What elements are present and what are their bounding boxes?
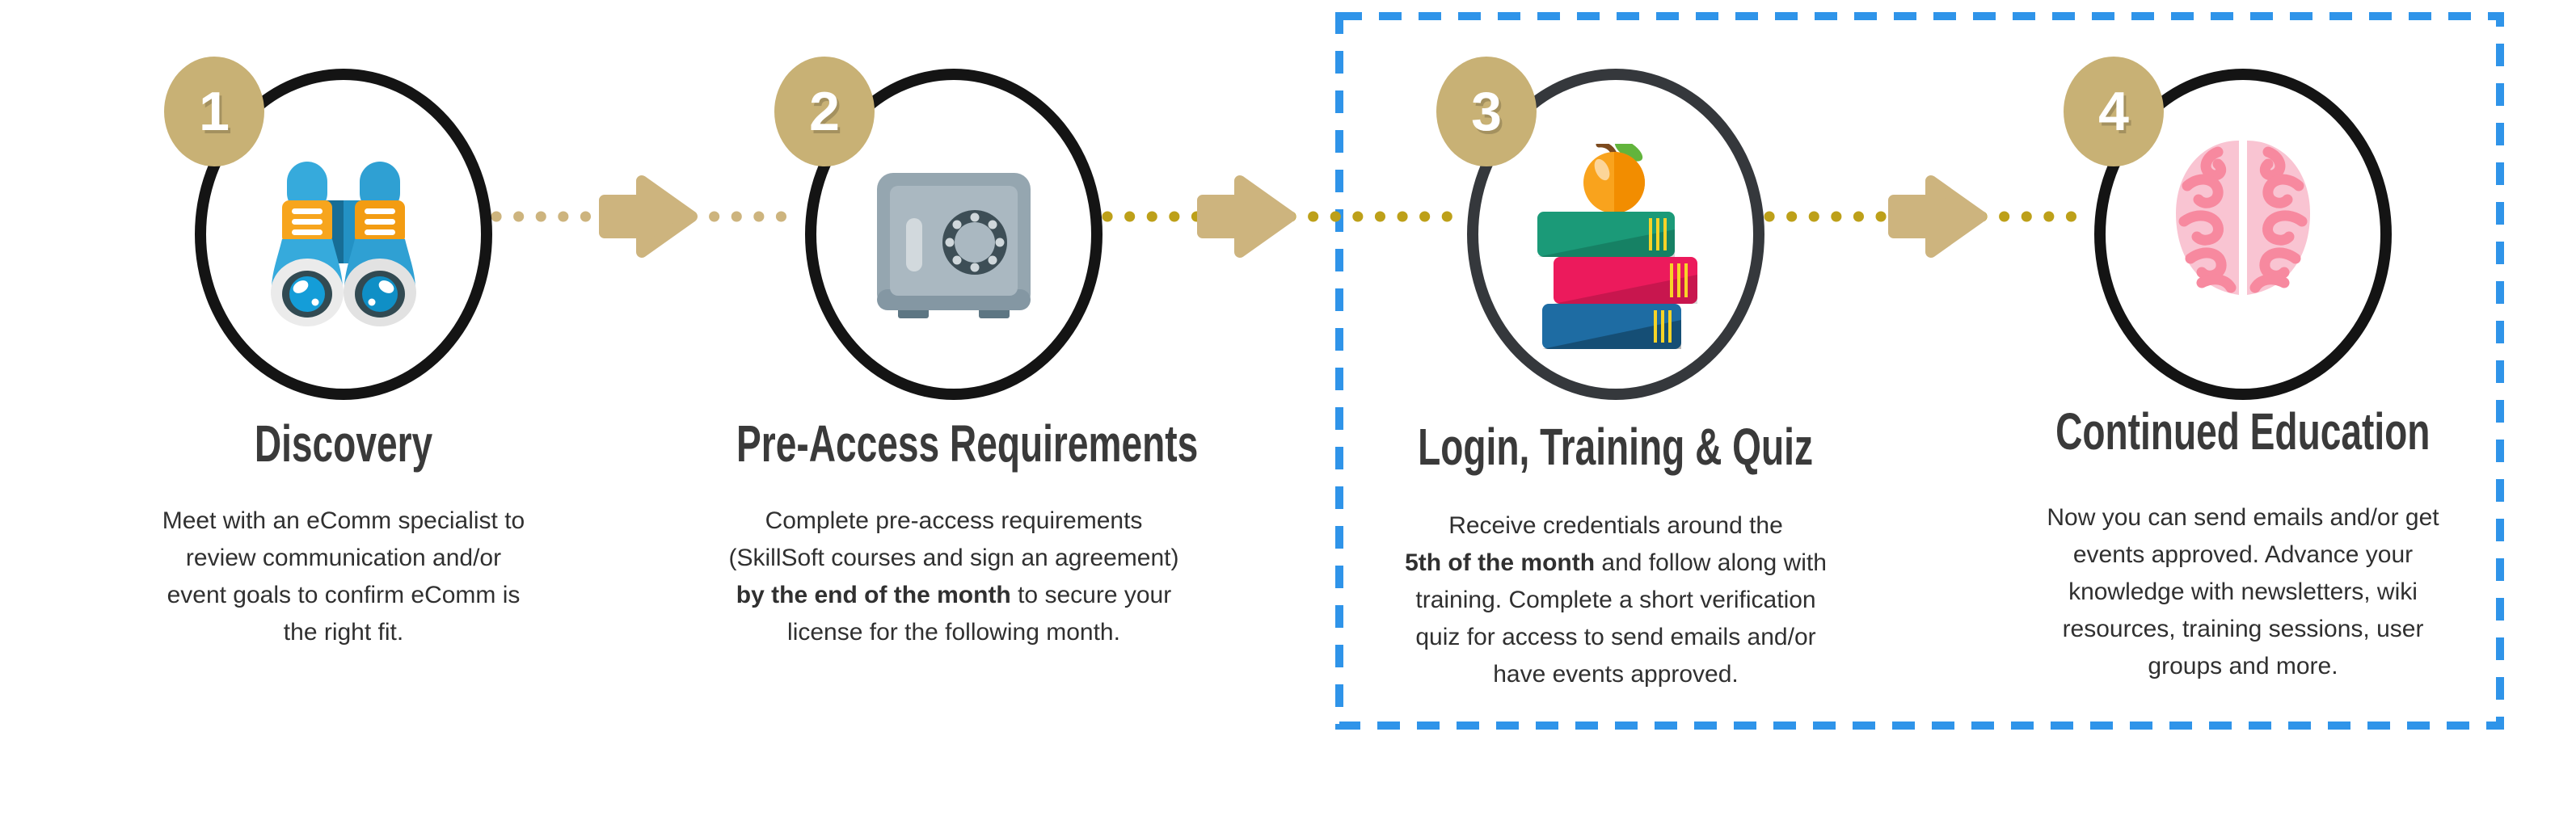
step-number-badge: 3	[1436, 57, 1537, 166]
body-line: events approved. Advance your	[2072, 541, 2414, 568]
step-title: Discovery	[254, 414, 433, 473]
step-number-badge: 1	[164, 57, 264, 166]
step-description: Now you can send emails and/or get events…	[1936, 499, 2550, 685]
body-line: review communication and/or	[185, 545, 502, 571]
books-apple-icon	[1537, 144, 1697, 349]
step-number-badge: 4	[2064, 57, 2164, 166]
step-description: Receive credentials around the 5th of the…	[1309, 507, 1923, 693]
arrow-right-icon	[1197, 175, 1296, 258]
arrow-right-icon	[599, 175, 698, 258]
step-number: 3	[1471, 81, 1502, 142]
arrow-right-icon	[1888, 175, 1987, 258]
body-line: event goals to confirm eComm is	[167, 582, 521, 608]
body-line: Now you can send emails and/or get	[2047, 504, 2439, 531]
step-number: 4	[2098, 81, 2129, 142]
step-description: Complete pre-access requirements (SkillSo…	[647, 503, 1261, 651]
step-title: Pre-Access Requirements	[736, 414, 1199, 473]
body-line: training. Complete a short verification	[1415, 587, 1816, 613]
body-line: have events approved.	[1493, 661, 1739, 688]
highlight-dashed-box	[1335, 12, 2504, 730]
body-line: resources, training sessions, user	[2062, 616, 2424, 642]
body-line: Complete pre-access requirements	[765, 507, 1143, 534]
body-line: knowledge with newsletters, wiki	[2068, 578, 2418, 605]
body-line: 5th of the month and follow along with	[1405, 549, 1827, 576]
step-title: Continued Education	[2055, 402, 2431, 461]
body-line: groups and more.	[2148, 653, 2338, 679]
safe-icon	[877, 173, 1031, 318]
binoculars-icon	[271, 162, 416, 326]
step-number: 1	[199, 81, 230, 142]
body-line: Meet with an eComm specialist to	[162, 507, 525, 534]
body-line: (SkillSoft courses and sign an agreement…	[728, 545, 1179, 571]
body-line: license for the following month.	[787, 619, 1120, 646]
brain-icon	[2176, 136, 2320, 297]
step-title: Login, Training & Quiz	[1418, 418, 1814, 476]
body-line: by the end of the month to secure your	[736, 582, 1172, 608]
body-line: Receive credentials around the	[1448, 512, 1783, 539]
body-line: the right fit.	[283, 619, 404, 646]
step-number: 2	[809, 81, 840, 142]
step-number-badge: 2	[774, 57, 875, 166]
step-description: Meet with an eComm specialist to review c…	[36, 503, 651, 651]
body-line: quiz for access to send emails and/or	[1415, 624, 1816, 650]
